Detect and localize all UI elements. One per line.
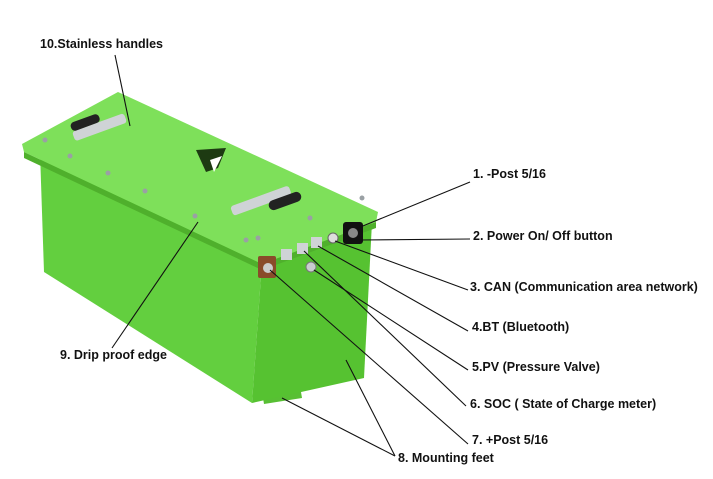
label-pressure-valve: 5.PV (Pressure Valve) — [472, 360, 600, 374]
bt-port — [297, 243, 308, 254]
leader-lines — [111, 54, 471, 457]
label-power-button: 2. Power On/ Off button — [473, 229, 613, 243]
battery-lid — [22, 92, 378, 264]
label-can: 3. CAN (Communication area network) — [470, 280, 698, 294]
stainless-handle — [70, 113, 127, 141]
battery-side-face — [40, 152, 262, 403]
label-mounting-feet: 8. Mounting feet — [398, 451, 494, 465]
soc-port — [281, 249, 292, 260]
label-bt: 4.BT (Bluetooth) — [472, 320, 570, 334]
label-negative-post: 1. -Post 5/16 — [473, 167, 546, 181]
battery-front-face — [252, 222, 372, 403]
label-drip-proof-edge: 9. Drip proof edge — [60, 348, 167, 362]
can-port — [311, 237, 322, 248]
stainless-handle — [230, 186, 302, 216]
label-stainless-handles: 10.Stainless handles — [40, 37, 163, 51]
power-button — [327, 232, 339, 244]
label-soc: 6. SOC ( State of Charge meter) — [470, 397, 657, 411]
pressure-valve — [305, 261, 317, 273]
label-positive-post: 7. +Post 5/16 — [472, 433, 549, 447]
